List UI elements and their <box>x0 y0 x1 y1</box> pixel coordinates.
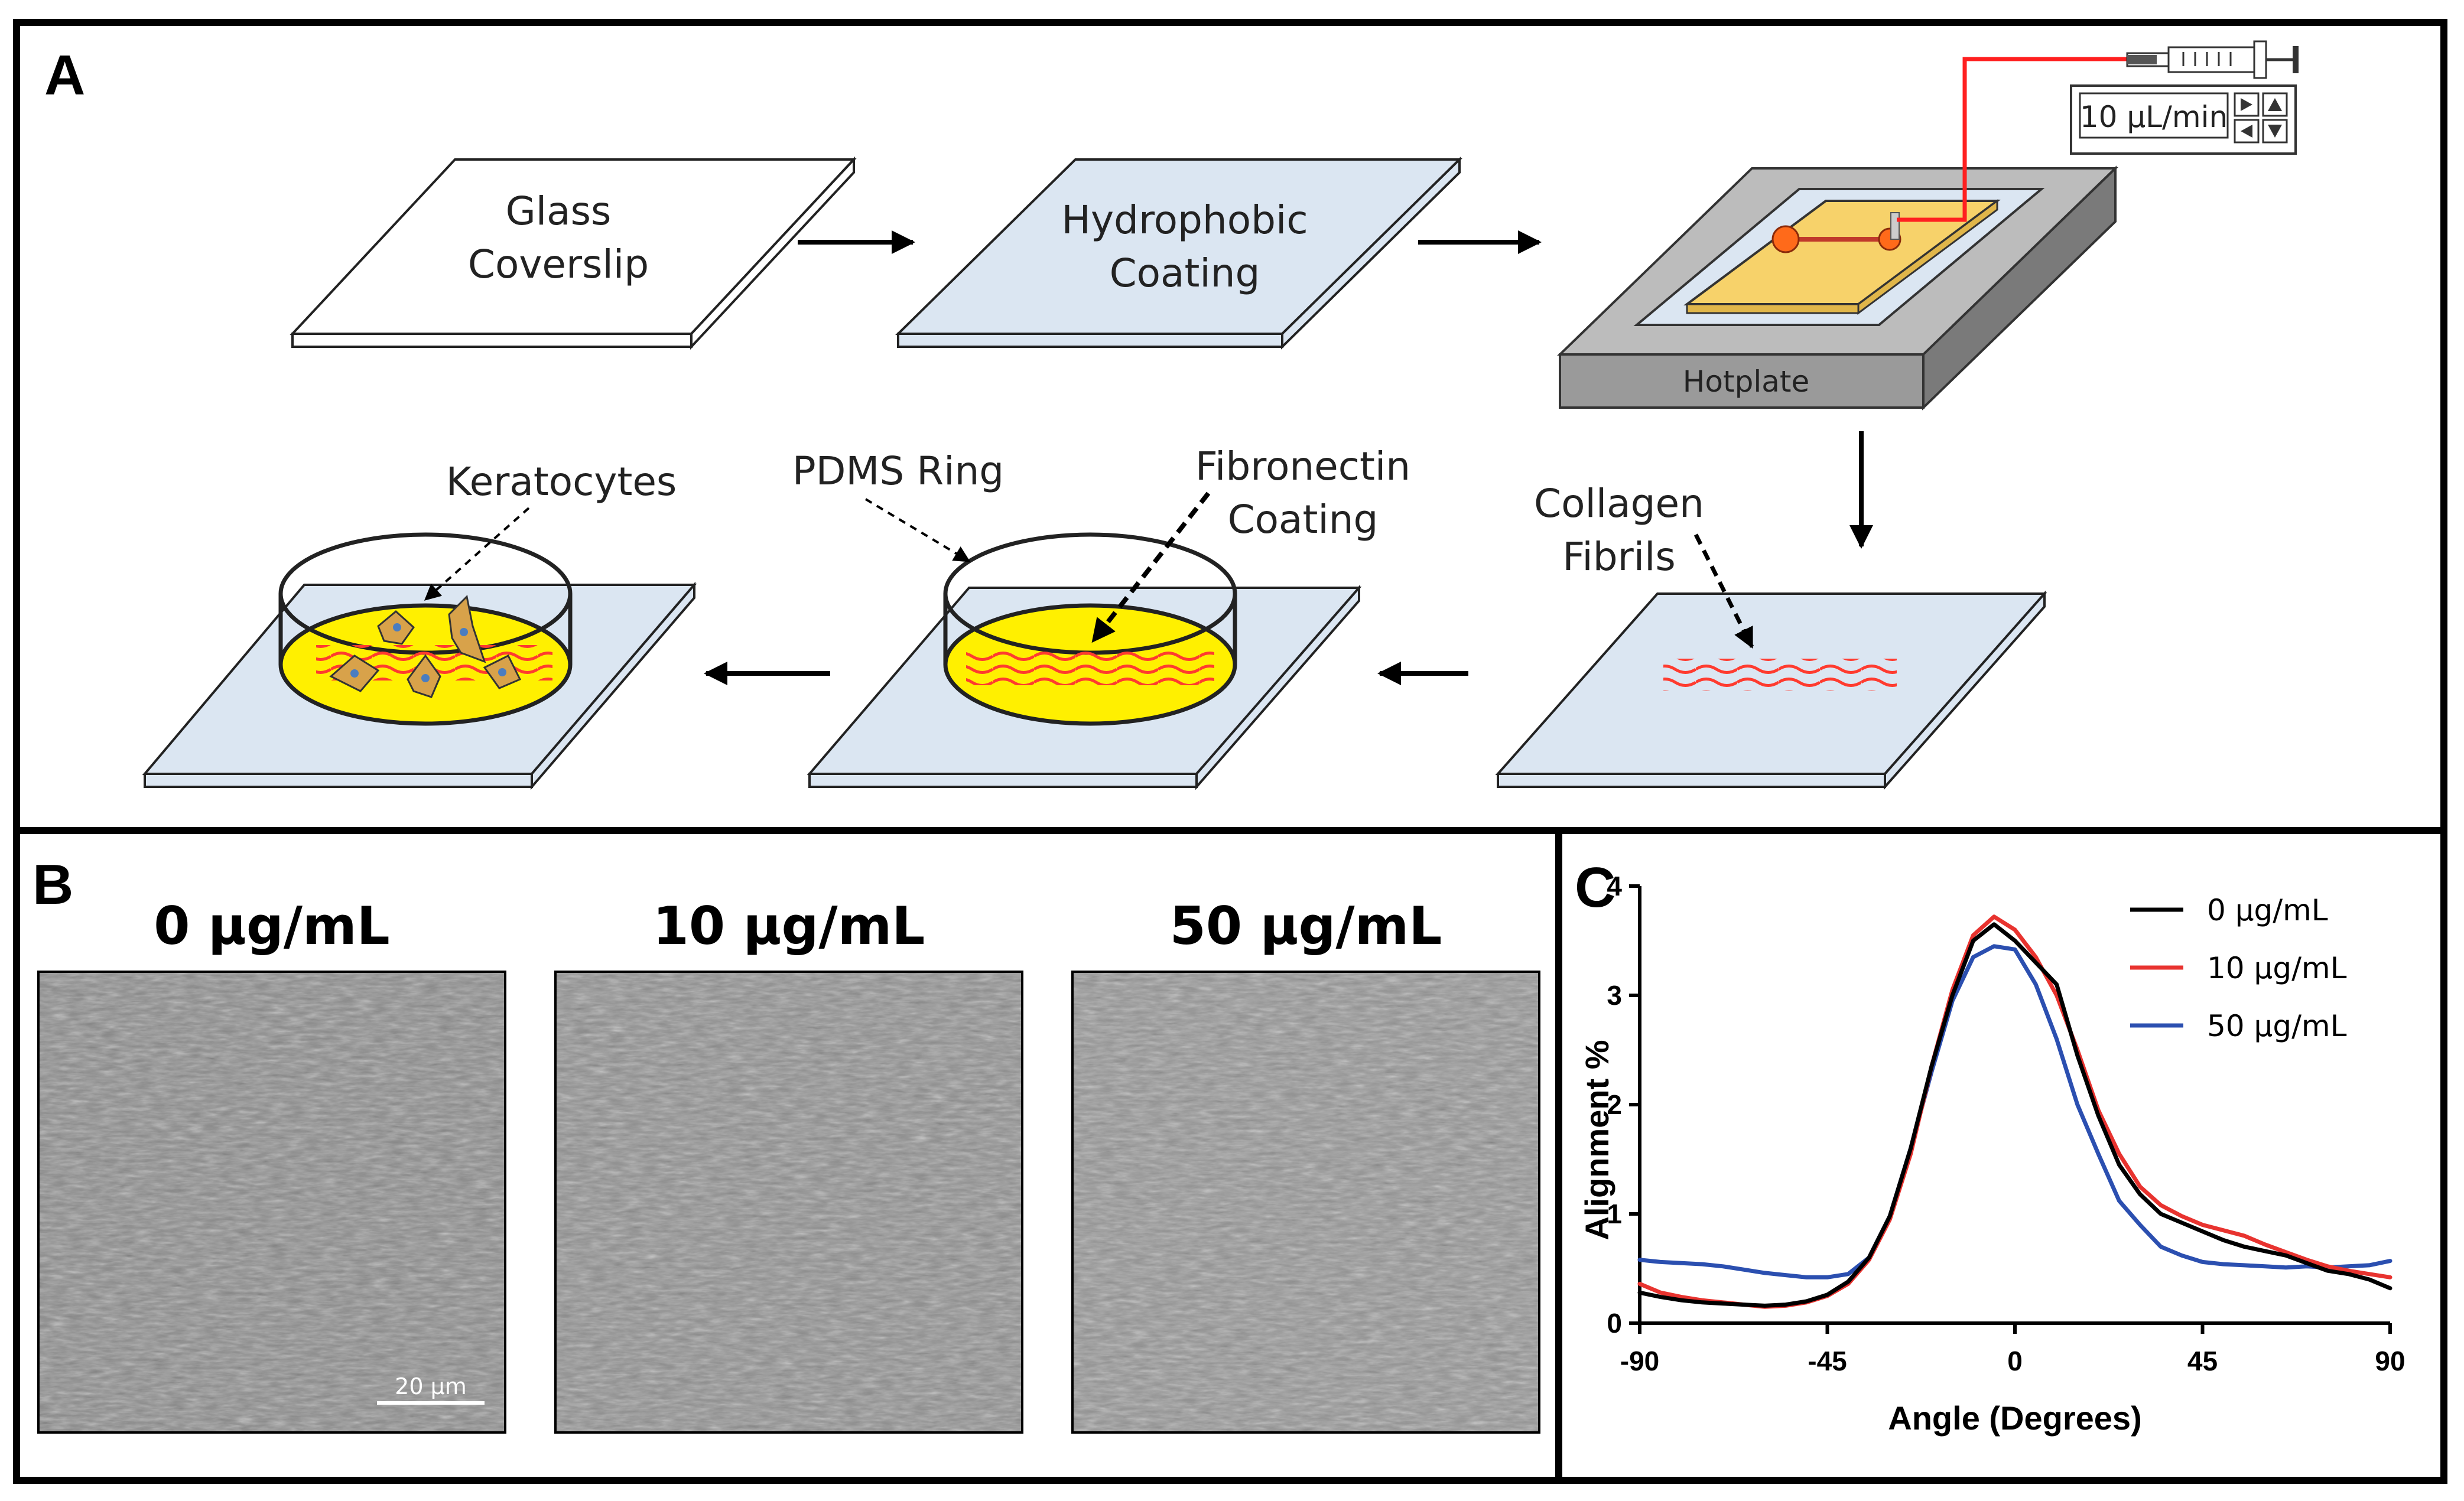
keratocyte-cell <box>448 594 486 663</box>
legend-label-0: 0 µg/mL <box>2207 893 2328 927</box>
fibronectin-label-line1: Fibronectin <box>1195 444 1410 489</box>
pump-rate-text: 10 µL/min <box>2080 100 2228 134</box>
hotplate-label: Hotplate <box>1683 364 1809 399</box>
micrograph-50 <box>1071 971 1540 1434</box>
panel-a-letter: A <box>44 44 85 107</box>
conc-title-0: 0 µg/mL <box>154 896 390 956</box>
hotplate: Hotplate <box>1557 165 2118 411</box>
collagen-slide: Collagen Fibrils <box>1495 481 2047 790</box>
y-tick-label: 0 <box>1607 1308 1622 1339</box>
y-tick-label: 2 <box>1607 1089 1622 1120</box>
pdms-label: PDMS Ring <box>792 448 1004 494</box>
fibronectin-slide: PDMS Ring Fibronectin Coating <box>792 444 1410 790</box>
micrograph-0: 20 µm <box>37 971 506 1434</box>
series-line-2 <box>1637 944 2393 1279</box>
glass-label-line1: Glass <box>506 188 612 234</box>
scale-bar-label: 20 µm <box>395 1373 467 1399</box>
x-tick-label: 90 <box>2375 1346 2405 1376</box>
hydro-label-line1: Hydrophobic <box>1061 197 1308 243</box>
conc-title-10: 10 µg/mL <box>653 896 925 956</box>
x-tick-label: -45 <box>1808 1346 1847 1376</box>
tubing <box>1897 57 2127 222</box>
glass-label-line2: Coverslip <box>468 242 649 287</box>
panel-c-frame <box>1555 827 2447 1484</box>
keratocyte-slide: Keratocytes <box>142 459 697 790</box>
conc-title-50: 50 µg/mL <box>1170 896 1442 956</box>
y-tick-label: 3 <box>1607 980 1622 1011</box>
collagen-label-line1: Collagen <box>1534 481 1704 526</box>
panel-c-letter: C <box>1575 856 1615 919</box>
x-tick-label: 45 <box>2187 1346 2218 1376</box>
keratocytes-label: Keratocytes <box>446 459 677 504</box>
fibronectin-label-line2: Coating <box>1228 497 1379 542</box>
y-tick-label: 1 <box>1607 1199 1622 1229</box>
y-tick-label: 4 <box>1607 871 1622 901</box>
hydro-label-line2: Coating <box>1110 250 1260 296</box>
legend-label-2: 50 µg/mL <box>2207 1009 2347 1043</box>
micrograph-10 <box>554 971 1023 1434</box>
x-tick-label: 0 <box>2007 1346 2023 1376</box>
panel-b-letter: B <box>32 853 73 916</box>
y-axis-label: Alignment % <box>1578 1040 1615 1240</box>
collagen-label-line2: Fibrils <box>1562 534 1676 579</box>
panel-a: A Glass Coverslip Hydrophobic Coating <box>13 19 2447 834</box>
series-line-0 <box>1637 922 2393 1308</box>
legend-label-1: 10 µg/mL <box>2207 951 2347 985</box>
glass-coverslip: Glass Coverslip <box>290 156 857 350</box>
syringe-pump: 10 µL/min <box>2070 40 2299 155</box>
panel-b: B 0 µg/mL 10 µg/mL 50 µg/mL 20 µm <box>13 827 1562 1484</box>
x-axis-label: Angle (Degrees) <box>1888 1399 2141 1437</box>
hydrophobic-coverslip: Hydrophobic Coating <box>895 157 1462 350</box>
x-tick-label: -90 <box>1620 1346 1659 1376</box>
